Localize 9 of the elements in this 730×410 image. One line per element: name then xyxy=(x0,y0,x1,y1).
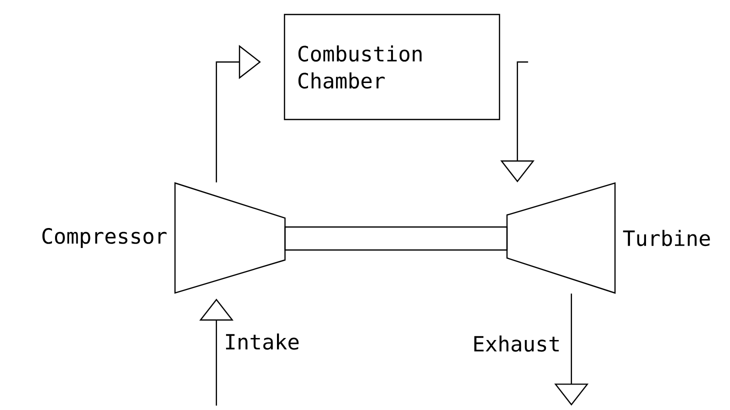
node-label: Compressor xyxy=(42,228,167,248)
compressor-drawing: Compressor xyxy=(42,182,286,294)
turbine-drawing: Turbine xyxy=(506,182,710,294)
edge-label: Intake xyxy=(222,331,302,352)
arrow xyxy=(216,44,261,182)
combustion-chamber-box: Combustion Chamber xyxy=(284,14,500,120)
edge-label: Exhaust xyxy=(470,333,563,354)
node-label: Turbine xyxy=(623,230,710,246)
shaft xyxy=(284,226,508,251)
